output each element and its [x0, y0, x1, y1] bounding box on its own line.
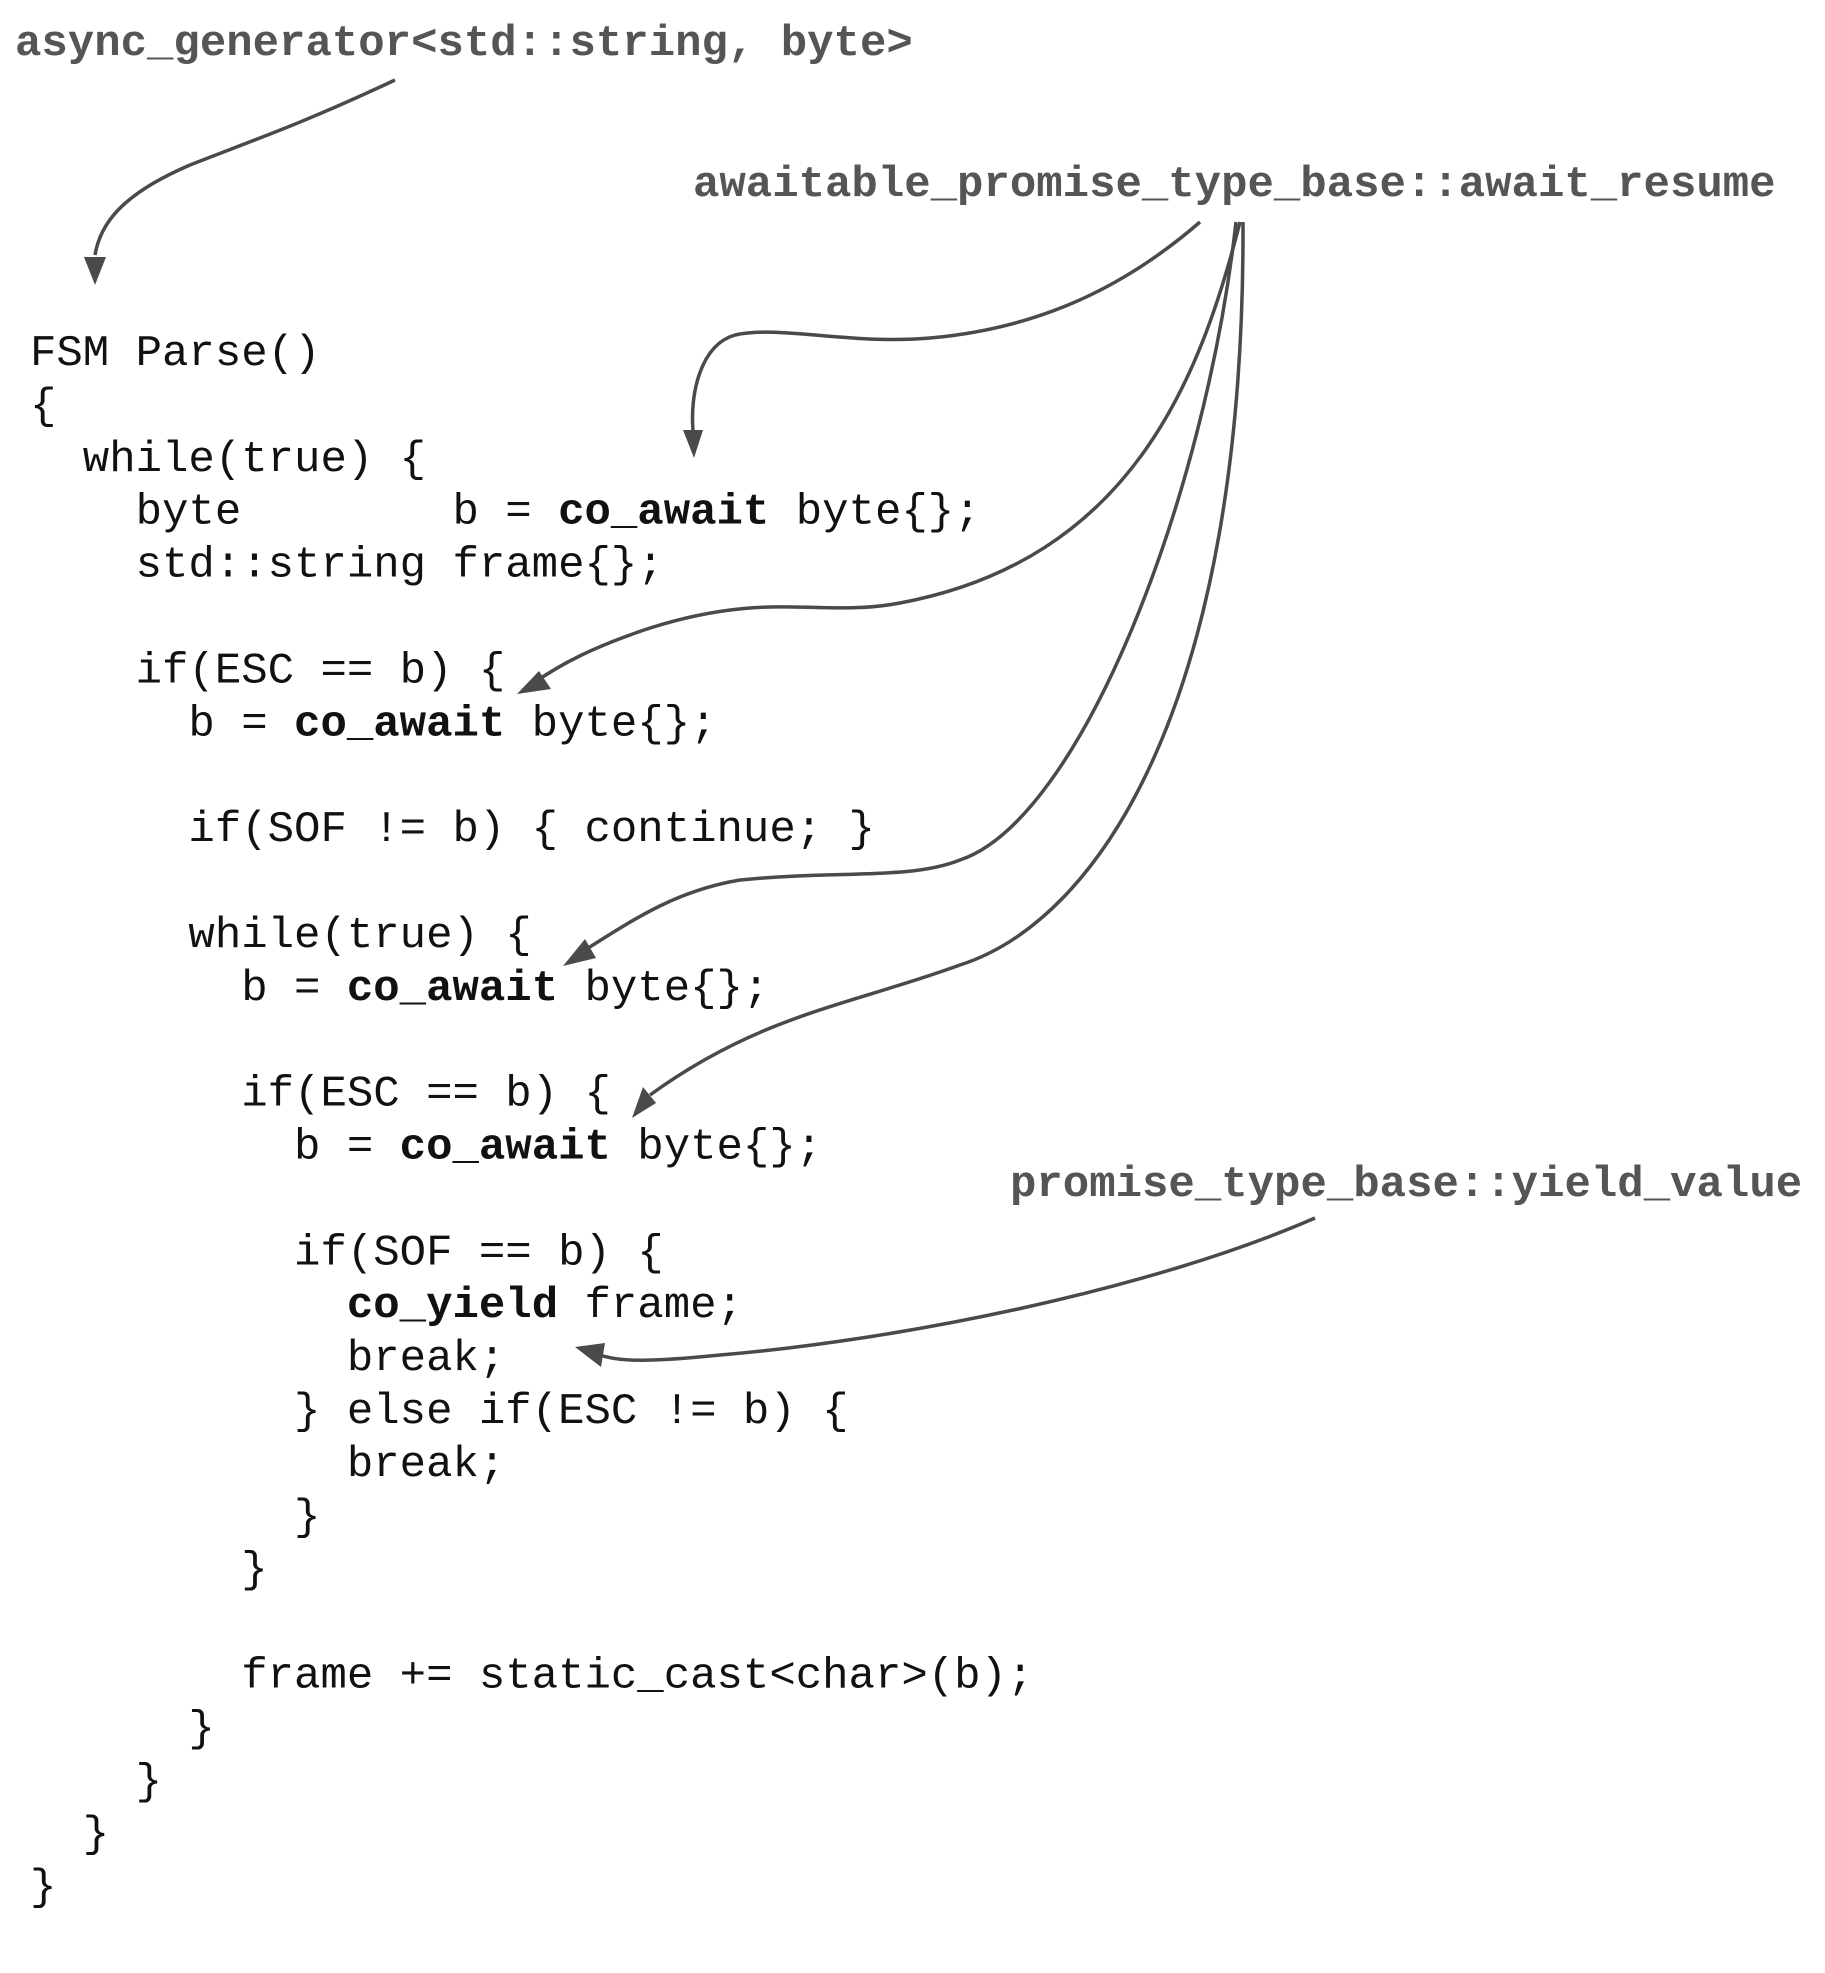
code-line: while(true) {	[30, 911, 532, 961]
yield-value-label: promise_type_base::yield_value	[1010, 1160, 1802, 1210]
arrow-yield-value	[599, 1216, 1316, 1362]
code-line: if(SOF == b) {	[30, 1228, 664, 1278]
keyword-co-await: co_await	[294, 699, 505, 749]
code-text: if(SOF == b) {	[30, 1228, 664, 1278]
code-line: std::string frame{};	[30, 541, 664, 591]
code-line: }	[30, 1493, 320, 1543]
arrow-await-resume-3	[584, 221, 1238, 952]
code-text: if(ESC == b) {	[30, 646, 505, 696]
arrow-await-resume-2	[534, 221, 1242, 684]
code-text: {	[30, 382, 56, 432]
code-line: break;	[30, 1334, 505, 1384]
code-text: }	[30, 1863, 56, 1913]
code-line: break;	[30, 1440, 505, 1490]
code-line: b = co_await byte{};	[30, 699, 717, 749]
code-text: }	[30, 1546, 268, 1596]
code-line: } else if(ESC != b) {	[30, 1387, 849, 1437]
code-line: if(ESC == b) {	[30, 1070, 611, 1120]
code-text: }	[30, 1810, 109, 1860]
code-text: if(ESC == b) {	[30, 1070, 611, 1120]
arrows	[84, 78, 1316, 1367]
code-line: }	[30, 1546, 268, 1596]
code-text: b =	[30, 1123, 400, 1173]
arrowhead-await-resume-4	[632, 1087, 656, 1118]
arrowhead-await-resume-1	[683, 430, 703, 458]
code-line: frame += static_cast<char>(b);	[30, 1652, 1033, 1702]
keyword-co-await: co_await	[400, 1123, 611, 1173]
keyword-co-await: co_await	[558, 488, 769, 538]
code-text: b =	[30, 964, 347, 1014]
code-text: }	[30, 1493, 320, 1543]
arrowhead-yield-value	[575, 1343, 605, 1367]
code-line: while(true) {	[30, 435, 426, 485]
code-line: }	[30, 1863, 56, 1913]
code-line: b = co_await byte{};	[30, 1123, 822, 1173]
code-text: frame;	[558, 1281, 743, 1331]
code-line: FSM Parse()	[30, 329, 320, 379]
code-text: std::string frame{};	[30, 541, 664, 591]
await-resume-label: awaitable_promise_type_base::await_resum…	[693, 160, 1776, 210]
code-text: if(SOF != b) { continue; }	[30, 805, 875, 855]
keyword-co-yield: co_yield	[347, 1281, 558, 1331]
code-line: byte b = co_await byte{};	[30, 488, 981, 538]
arrowhead-await-resume-2	[517, 671, 551, 694]
code-line: }	[30, 1810, 109, 1860]
code-text: } else if(ESC != b) {	[30, 1387, 849, 1437]
code-text: break;	[30, 1334, 505, 1384]
code-text: byte b =	[30, 488, 558, 538]
code-text: }	[30, 1704, 215, 1754]
arrowhead-generator	[84, 257, 106, 285]
code-line: b = co_await byte{};	[30, 964, 769, 1014]
code-text: FSM Parse()	[30, 329, 320, 379]
code-line: }	[30, 1757, 162, 1807]
code-line: if(SOF != b) { continue; }	[30, 805, 875, 855]
code-text	[30, 1281, 347, 1331]
code-text: byte{};	[558, 964, 769, 1014]
code-line: }	[30, 1704, 215, 1754]
code-text: break;	[30, 1440, 505, 1490]
arrow-await-resume-1	[690, 220, 1202, 431]
code-text: b =	[30, 699, 294, 749]
code-line: if(ESC == b) {	[30, 646, 505, 696]
code-text: byte{};	[505, 699, 716, 749]
code-text: byte{};	[769, 488, 980, 538]
code-text: byte{};	[611, 1123, 822, 1173]
generator-type-label: async_generator<std::string, byte>	[15, 19, 913, 69]
code-line: {	[30, 382, 56, 432]
keyword-co-await: co_await	[347, 964, 558, 1014]
code-text: }	[30, 1757, 162, 1807]
arrow-await-resume-4	[648, 221, 1245, 1097]
code-line: co_yield frame;	[30, 1281, 743, 1331]
arrowhead-await-resume-3	[563, 939, 596, 966]
arrow-generator-to-function	[93, 78, 396, 256]
code-text: frame += static_cast<char>(b);	[30, 1652, 1033, 1702]
code-text: while(true) {	[30, 435, 426, 485]
code-text: while(true) {	[30, 911, 532, 961]
